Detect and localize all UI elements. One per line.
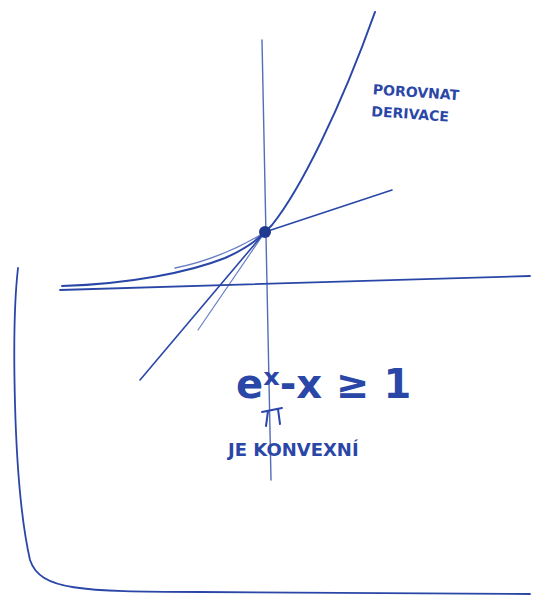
tangent-line xyxy=(140,190,392,380)
arrow-up xyxy=(262,408,282,426)
tangent-line-steep xyxy=(198,232,265,330)
y-axis xyxy=(262,40,271,480)
exp-curve xyxy=(62,12,375,286)
x-axis xyxy=(60,276,530,290)
frame-bracket xyxy=(14,268,530,594)
touch-point xyxy=(259,226,271,238)
inequality-text: eˣ-x ≥ 1 xyxy=(236,352,411,416)
note-text: POROVNAT DERIVACE xyxy=(371,78,484,130)
remark-text: JE KONVEXNÍ xyxy=(228,436,359,465)
